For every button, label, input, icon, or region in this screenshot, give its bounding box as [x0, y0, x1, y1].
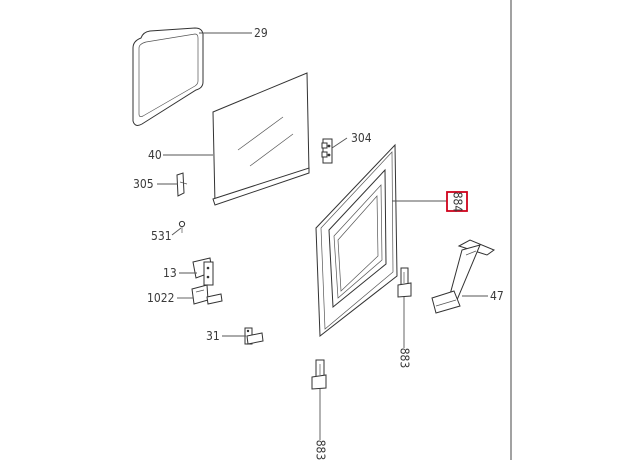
callout-304: 304 [351, 131, 372, 145]
callout-1022: 1022 [147, 291, 174, 305]
callout-883-bottom: 883 [314, 440, 328, 460]
callout-13: 13 [163, 266, 177, 280]
hinge-13-part[interactable] [192, 257, 214, 286]
clip-305-part[interactable] [176, 172, 188, 197]
leader-304 [331, 137, 348, 149]
glass-panel-part[interactable] [212, 72, 310, 206]
callout-29: 29 [254, 26, 268, 40]
hinge-pin-883-bottom-part[interactable] [311, 359, 327, 390]
hinge-plate-1022-part[interactable] [191, 284, 223, 305]
callout-47: 47 [490, 289, 504, 303]
callout-884: 884 [451, 192, 465, 213]
callout-40: 40 [148, 148, 162, 162]
bracket-31-part[interactable] [244, 327, 264, 345]
door-frame-884-part[interactable] [315, 143, 398, 337]
callout-883-right: 883 [398, 348, 412, 369]
gasket-frame-part[interactable] [132, 27, 204, 126]
screw-531-part[interactable] [178, 220, 186, 233]
callout-305: 305 [133, 177, 154, 191]
handle-47-part[interactable] [431, 239, 496, 314]
highlight-box-884 [446, 191, 468, 212]
bracket-304-part[interactable] [321, 138, 333, 164]
hinge-pin-883-right-part[interactable] [397, 267, 412, 298]
callout-531: 531 [151, 229, 172, 243]
leader-531 [171, 227, 182, 236]
callout-31: 31 [206, 329, 220, 343]
